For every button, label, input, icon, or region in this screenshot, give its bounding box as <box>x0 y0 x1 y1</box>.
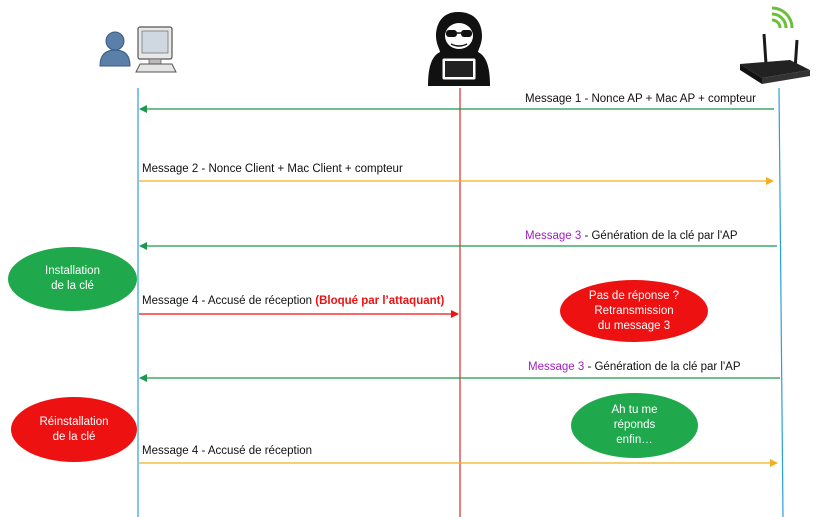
message-3a-prefix: Message 3 <box>525 230 582 242</box>
message-1-label: Message 1 - Nonce AP + Mac AP + compteur <box>525 93 756 105</box>
message-4b-label: Message 4 - Accusé de réception <box>142 445 313 457</box>
message-3b-prefix: Message 3 <box>528 361 585 373</box>
message-3a-label: Message 3 - Génération de la clé par l'A… <box>525 229 738 243</box>
note-finally: Ah tu me réponds enfin… <box>571 393 698 458</box>
hacker-icon <box>428 12 490 86</box>
user-icon <box>99 31 131 67</box>
message-3a-text: - Génération de la clé par l'AP <box>581 230 738 242</box>
message-3b-text: - Génération de la clé par l'AP <box>584 361 741 373</box>
message-4a-blocked: (Bloqué par l’attaquant) <box>315 295 445 307</box>
note-reinstall-key: Réinstallation de la clé <box>11 397 137 462</box>
note-install-key-text: Installation de la clé <box>45 265 100 292</box>
note-finally-text: Ah tu me réponds enfin… <box>611 404 658 446</box>
message-2-label: Message 2 - Nonce Client + Mac Client + … <box>142 163 403 175</box>
client-computer-icon <box>99 26 177 73</box>
computer-icon <box>135 26 177 73</box>
note-no-response: Pas de réponse ? Retransmission du messa… <box>560 280 708 342</box>
ap-lifeline <box>778 87 784 517</box>
note-no-response-text: Pas de réponse ? Retransmission du messa… <box>588 289 680 332</box>
wifi-router-icon <box>740 6 810 84</box>
note-install-key: Installation de la clé <box>8 247 137 311</box>
message-4a-label: Message 4 - Accusé de réception (Bloqué … <box>142 294 444 308</box>
message-4a-text: Message 4 - Accusé de réception <box>142 295 316 307</box>
message-3b-label: Message 3 - Génération de la clé par l'A… <box>528 360 741 374</box>
note-reinstall-key-text: Réinstallation de la clé <box>39 415 109 443</box>
